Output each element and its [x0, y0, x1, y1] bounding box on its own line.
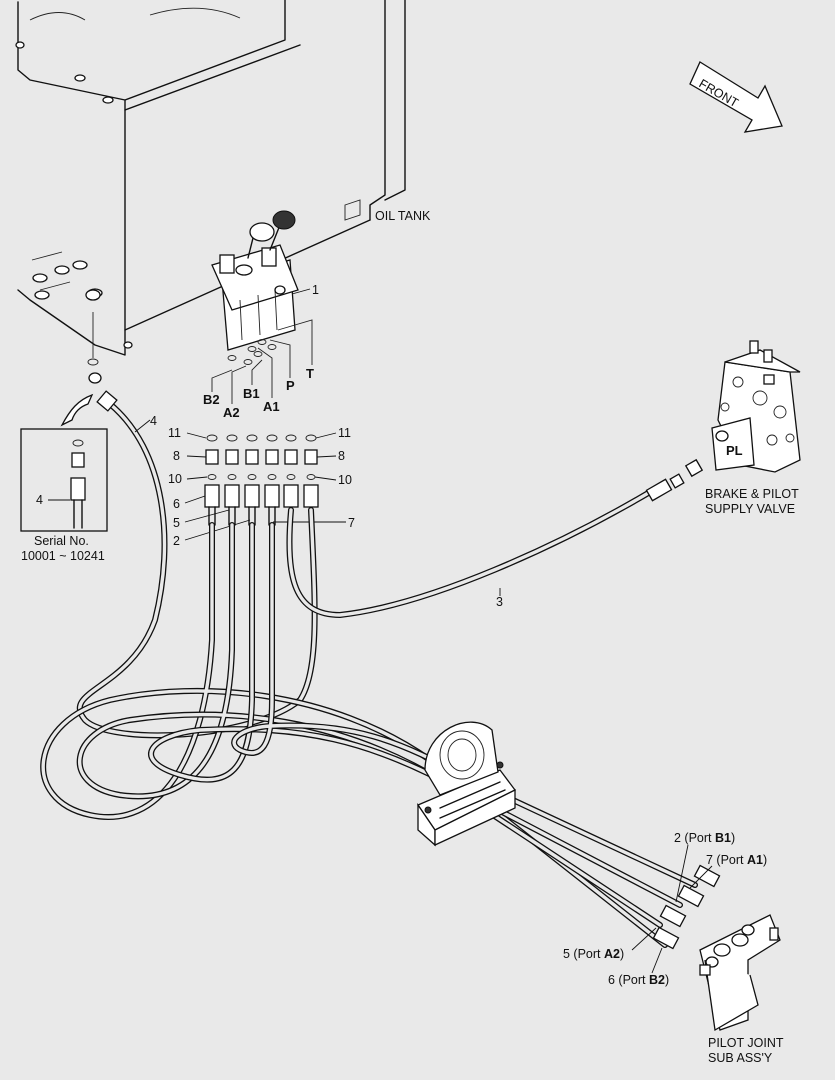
- port-label-p: P: [286, 378, 295, 393]
- port-labels: B2 A2 B1 A1 P T: [203, 366, 314, 420]
- serial-inset: 4 Serial No. 10001 ~ 10241: [20, 393, 108, 563]
- inset-pointer-icon: [60, 393, 94, 427]
- hose-clamp-bracket: [417, 721, 516, 847]
- callout-11-left: 11: [168, 426, 181, 440]
- callout-3: 3: [496, 595, 503, 609]
- port-label-a1: A1: [263, 399, 280, 414]
- fitting-stack-b1: [244, 434, 260, 526]
- callout-10-left: 10: [168, 472, 182, 486]
- callout-6: 6: [173, 497, 180, 511]
- right-callouts: 11 8 10 7: [273, 426, 355, 530]
- fitting-stacks: [204, 434, 319, 526]
- brake-pilot-supply-valve: PL BRAKE & PILOT SUPPLY VALVE: [705, 340, 801, 516]
- pilot-control-valve: 1: [211, 210, 319, 365]
- callout-11-right: 11: [338, 426, 351, 440]
- pilot-joint-label-2: SUB ASS'Y: [708, 1051, 773, 1065]
- fitting-stack-t: [303, 434, 319, 508]
- serial-label: Serial No.: [34, 534, 89, 548]
- tank-return-fitting: [85, 289, 118, 412]
- fitting-stack-p: [283, 434, 299, 508]
- serial-range: 10001 ~ 10241: [21, 549, 105, 563]
- left-callouts: 11 8 10 6 5 2: [168, 426, 251, 548]
- fitting-stack-b2: [204, 434, 220, 526]
- callout-2: 2: [173, 534, 180, 548]
- callout-4-hose: 4: [150, 414, 157, 428]
- pilot-joint-subassy: PILOT JOINT SUB ASS'Y: [652, 864, 784, 1065]
- callout-10-right: 10: [338, 473, 352, 487]
- port-leaders: [211, 319, 313, 404]
- port-callout-b2: 6 (Port B2): [608, 973, 669, 987]
- pilot-joint-callouts: 2 (Port B1) 7 (Port A1) 5 (Port A2) 6 (P…: [563, 831, 767, 987]
- callout-8-left: 8: [173, 449, 180, 463]
- fitting-stack-a2: [224, 434, 240, 526]
- callout-1: 1: [312, 283, 319, 297]
- port-label-a2: A2: [223, 405, 240, 420]
- front-arrow-icon: FRONT: [689, 61, 783, 133]
- port-label-b1: B1: [243, 386, 260, 401]
- port-label-b2: B2: [203, 392, 220, 407]
- pilot-joint-label-1: PILOT JOINT: [708, 1036, 784, 1050]
- port-callout-a1: 7 (Port A1): [706, 853, 767, 867]
- brake-valve-fittings: [645, 458, 704, 502]
- inset-frame: [20, 428, 108, 532]
- callout-5: 5: [173, 516, 180, 530]
- hoses: [40, 401, 698, 948]
- oil-tank-label: OIL TANK: [375, 209, 431, 223]
- callout-7: 7: [348, 516, 355, 530]
- port-callout-b1: 2 (Port B1): [674, 831, 735, 845]
- fitting-stack-a1: [264, 434, 280, 526]
- brake-pilot-label-1: BRAKE & PILOT: [705, 487, 799, 501]
- port-callout-a2: 5 (Port A2): [563, 947, 624, 961]
- callout-4-inset: 4: [36, 493, 43, 507]
- brake-pilot-label-2: SUPPLY VALVE: [705, 502, 795, 516]
- port-label-t: T: [306, 366, 314, 381]
- callout-8-right: 8: [338, 449, 345, 463]
- pl-port-label: PL: [726, 443, 743, 458]
